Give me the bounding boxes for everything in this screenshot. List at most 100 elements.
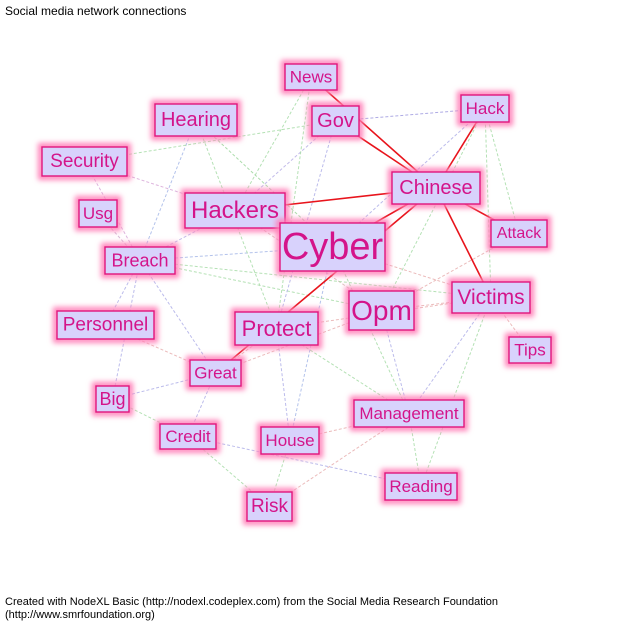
node-label: Breach: [111, 251, 168, 271]
node-risk: Risk: [243, 488, 296, 525]
node-glow: [257, 423, 323, 458]
node-hearing: Hearing: [151, 100, 241, 140]
node-box: [384, 472, 458, 501]
node-box: [78, 199, 118, 228]
node-tips: Tips: [505, 333, 555, 367]
node-box: [391, 171, 481, 205]
node-glow: [151, 100, 241, 140]
edge-attack-hack: [484, 108, 520, 234]
node-protect: Protect: [231, 308, 322, 349]
node-management: Management: [350, 396, 468, 431]
node-box: [234, 311, 319, 346]
node-glow: [156, 420, 220, 453]
node-glow: [53, 307, 158, 343]
node-label: Reading: [389, 477, 452, 496]
node-chinese: Chinese: [388, 168, 484, 208]
node-label: Cyber: [282, 226, 384, 268]
node-label: Gov: [317, 110, 354, 132]
node-hack: Hack: [457, 91, 513, 126]
node-label: Credit: [165, 427, 211, 446]
edge-news-hackers: [234, 76, 312, 211]
node-label: Personnel: [63, 315, 149, 336]
node-box: [490, 219, 548, 248]
node-hackers: Hackers: [181, 189, 289, 232]
node-label: News: [290, 68, 333, 87]
node-box: [159, 423, 217, 450]
node-reading: Reading: [381, 469, 461, 504]
node-box: [41, 146, 128, 177]
node-label: Chinese: [399, 177, 472, 199]
node-glow: [350, 396, 468, 431]
node-glow: [181, 189, 289, 232]
node-label: Security: [50, 151, 119, 172]
node-glow: [92, 382, 133, 416]
edge-hearing-breach: [139, 119, 197, 261]
node-label: Management: [359, 404, 459, 423]
node-cyber: Cyber: [276, 219, 389, 275]
edge-protect-house: [276, 328, 291, 441]
node-glow: [38, 143, 131, 180]
node-house: House: [257, 423, 323, 458]
footer-credit: Created with NodeXL Basic (http://nodexl…: [5, 596, 499, 621]
edge-cyber-hack: [332, 108, 486, 248]
node-glow: [308, 102, 363, 140]
node-box: [95, 385, 130, 413]
node-opm: Opm: [345, 287, 418, 334]
node-personnel: Personnel: [53, 307, 158, 343]
node-glow: [243, 488, 296, 525]
edge-cyber-house: [289, 246, 333, 441]
edge-news-protect: [276, 76, 312, 329]
node-label: Protect: [242, 316, 312, 341]
node-box: [104, 246, 176, 275]
node-glow: [505, 333, 555, 367]
node-label: Risk: [251, 496, 288, 517]
node-label: House: [265, 431, 314, 450]
node-label: Opm: [351, 295, 412, 326]
node-news: News: [281, 60, 341, 94]
node-glow: [231, 308, 322, 349]
node-big: Big: [92, 382, 133, 416]
node-box: [56, 310, 155, 340]
edge-breach-great: [139, 260, 216, 374]
node-box: [154, 103, 238, 137]
node-glow: [487, 216, 551, 251]
node-glow: [75, 196, 121, 231]
node-box: [348, 290, 415, 331]
node-label: Hackers: [191, 197, 279, 224]
node-attack: Attack: [487, 216, 551, 251]
edge-reading-victims: [420, 297, 492, 487]
node-glow: [281, 60, 341, 94]
node-great: Great: [186, 356, 245, 390]
node-label: Great: [194, 364, 237, 383]
node-breach: Breach: [101, 243, 179, 278]
node-glow: [276, 219, 389, 275]
node-glow: [388, 168, 484, 208]
node-box: [260, 426, 320, 455]
node-box: [460, 94, 510, 123]
edge-victims-management: [408, 297, 492, 414]
node-box: [311, 105, 360, 137]
node-box: [508, 336, 552, 364]
node-label: Tips: [514, 341, 546, 360]
node-label: Hearing: [161, 109, 231, 131]
node-box: [353, 399, 465, 428]
node-box: [451, 281, 531, 314]
node-gov: Gov: [308, 102, 363, 140]
node-glow: [381, 469, 461, 504]
node-box: [284, 63, 338, 91]
node-usg: Usg: [75, 196, 121, 231]
node-security: Security: [38, 143, 131, 180]
edge-breach-victims: [139, 260, 492, 298]
node-glow: [186, 356, 245, 390]
edge-victims-hack: [484, 108, 492, 298]
node-glow: [101, 243, 179, 278]
node-label: Attack: [497, 225, 542, 242]
node-credit: Credit: [156, 420, 220, 453]
node-glow: [457, 91, 513, 126]
node-label: Hack: [466, 99, 505, 118]
node-glow: [448, 278, 534, 317]
node-box: [279, 222, 386, 272]
edge-breach-opm: [139, 260, 382, 311]
